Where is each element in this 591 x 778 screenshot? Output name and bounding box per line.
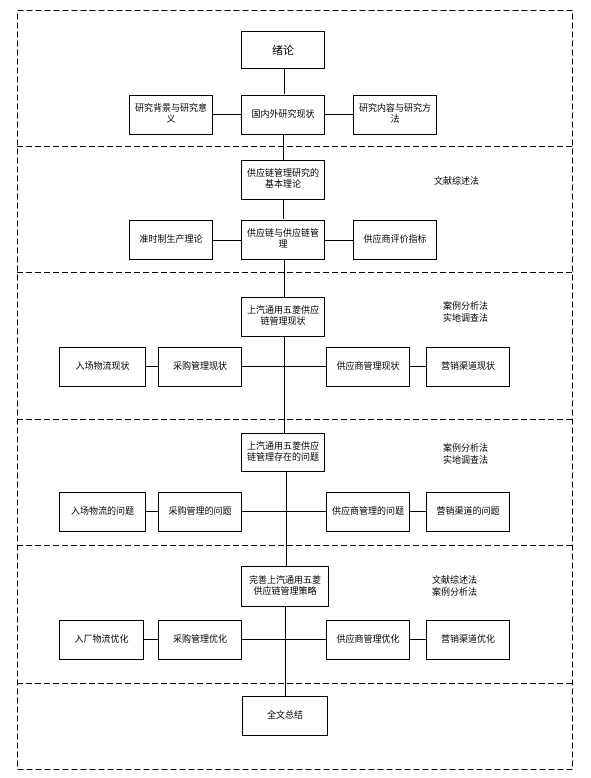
box-inbound-logistics-problems: 入场物流的问题 [59,492,146,532]
box-jit-theory: 准时制生产理论 [129,220,213,260]
box-procurement-problems: 采购管理的问题 [158,492,242,532]
main-box-strategies: 完善上汽通用五菱供应链管理策略 [241,566,329,607]
box-inbound-logistics-status: 入场物流现状 [59,347,146,387]
box-background-significance: 研究背景与研究意义 [129,95,213,135]
box-procurement-status: 采购管理现状 [158,347,242,387]
main-box-problems: 上汽通用五菱供应链管理存在的问题 [241,433,325,472]
box-procurement-optimization: 采购管理优化 [158,620,242,660]
main-box-current-status: 上汽通用五菱供应链管理现状 [241,297,325,337]
box-content-methods: 研究内容与研究方法 [353,95,437,135]
box-supplier-problems: 供应商管理的问题 [326,492,410,532]
method-note: 文献综述法 案例分析法 [432,576,478,598]
method-note: 文献综述法 [434,177,480,187]
method-note: 案例分析法 实地调查法 [443,444,489,466]
box-supplier-evaluation: 供应商评价指标 [353,220,437,260]
method-note: 案例分析法 实地调查法 [443,302,489,324]
box-marketing-optimization: 营销渠道优化 [426,620,510,660]
box-inbound-logistics-optimization: 入厂物流优化 [59,620,144,660]
box-supply-chain-management: 供应链与供应链管理 [241,220,325,260]
main-box-introduction: 绪论 [241,31,325,69]
box-supplier-status: 供应商管理现状 [326,347,410,387]
box-supplier-optimization: 供应商管理优化 [326,620,410,660]
box-marketing-status: 营销渠道现状 [426,347,510,387]
box-conclusion: 全文总结 [242,696,328,736]
main-box-basic-theory: 供应链管理研究的基本理论 [241,160,325,200]
box-research-status: 国内外研究现状 [241,95,325,135]
box-marketing-problems: 营销渠道的问题 [426,492,510,532]
